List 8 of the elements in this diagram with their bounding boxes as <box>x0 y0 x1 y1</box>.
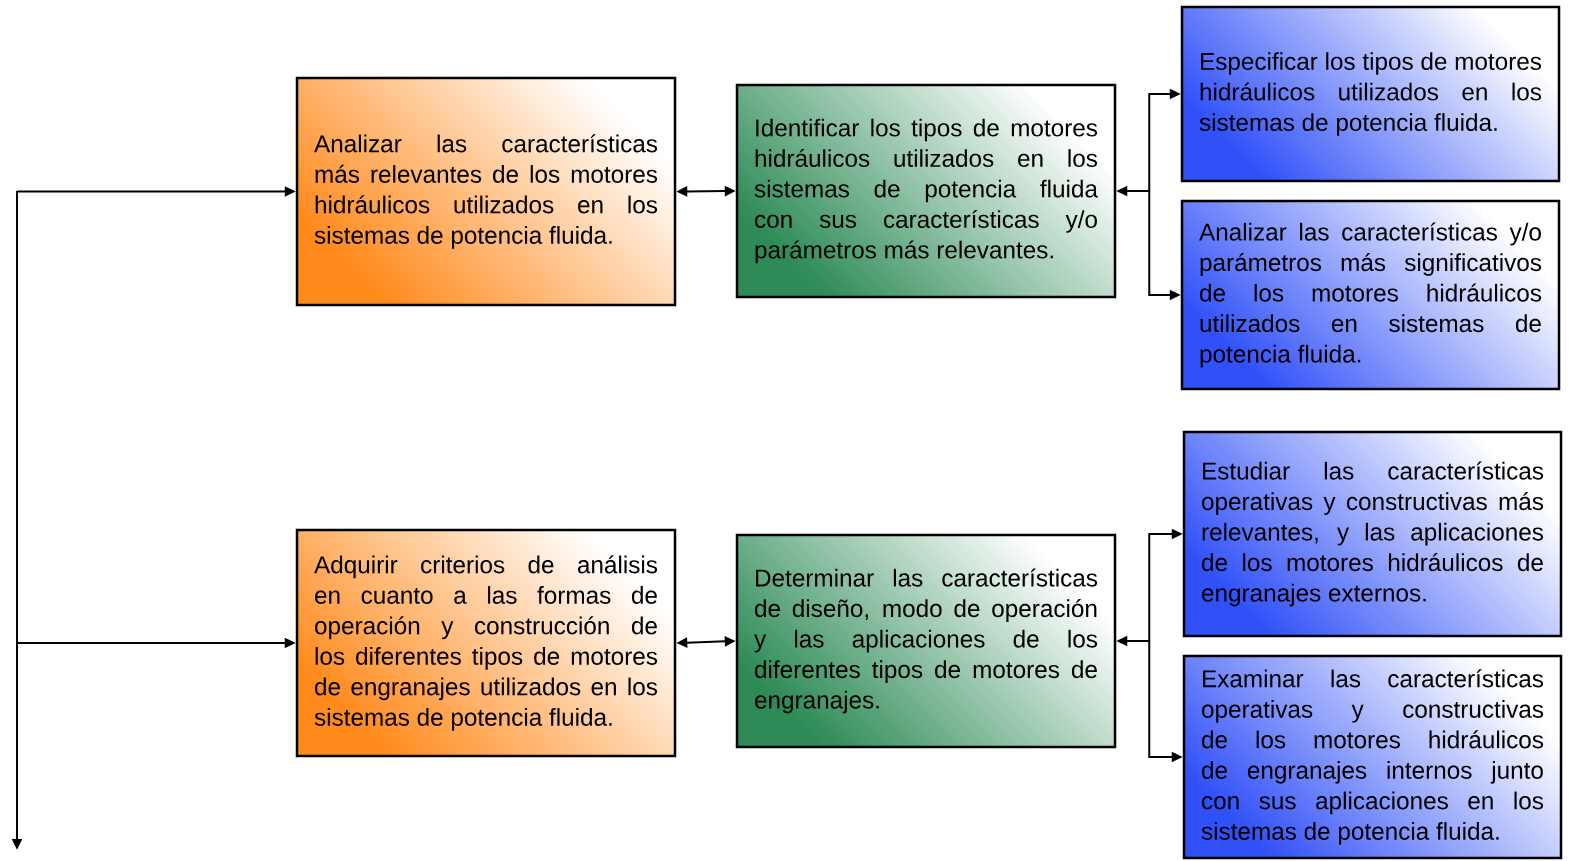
task-box: Identificar los tipos de motores hidráulicos utilizados en los sistemas de potencia fluida con sus características y/o parámetros más relevantes. <box>735 83 1117 299</box>
subtask-box: Estudiar las características operativas y constructivas más relevantes, y las aplicaciones de los motores hidráulicos de engranajes externos. <box>1182 430 1563 638</box>
subtask-box: Analizar las características y/o parámetros más significativos de los motores hidráulicos utilizados en sistemas de potencia fluida. <box>1180 199 1561 391</box>
objective-box: Analizar las características más relevantes de los motores hidráulicos utilizados en los sistemas de potencia fluida. <box>295 76 677 307</box>
objective-box: Adquirir criterios de análisis en cuanto a las formas de operación y construcción de los diferentes tipos de motores de engranajes utilizados en los sistemas de potencia fluida. <box>295 528 677 758</box>
subtask-box: Especificar los tipos de motores hidráulicos utilizados en los sistemas de potencia fluida. <box>1180 5 1561 183</box>
task-box: Determinar las características de diseño, modo de operación y las aplicaciones de los diferentes tipos de motores de engranajes. <box>735 533 1117 749</box>
subtask-box: Examinar las características operativas y constructivas de los motores hidráulicos de engranajes internos junto con sus aplicaciones en los sistemas de potencia fluida. <box>1182 654 1563 860</box>
